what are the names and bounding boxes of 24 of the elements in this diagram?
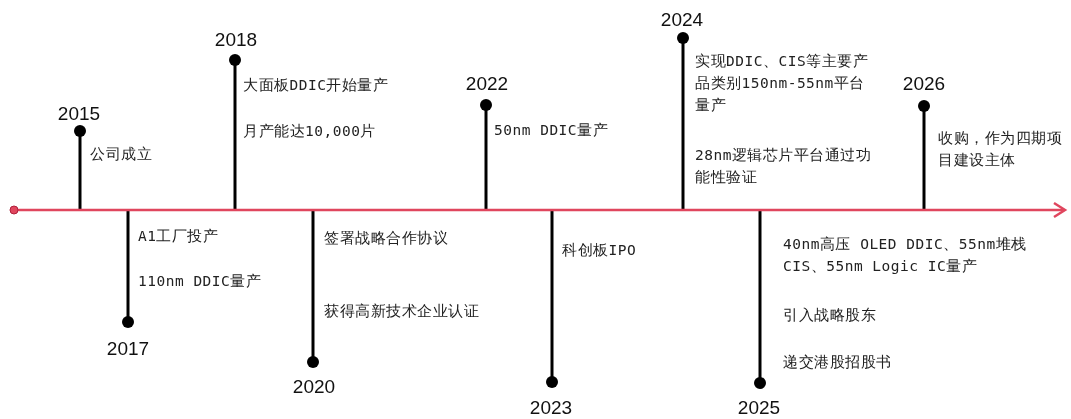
milestone-text: 科创板IPO — [562, 241, 638, 260]
milestone-text: 月产能达10,000片 — [243, 122, 377, 141]
milestone-text: 实现DDIC、CIS等主要产品类别150nm-55nm平台量产 — [695, 52, 870, 115]
milestone-text: 获得高新技术企业认证 — [324, 302, 480, 321]
year-label: 2020 — [292, 376, 336, 398]
year-label: 2017 — [106, 338, 150, 360]
milestone-text: 大面板DDIC开始量产 — [243, 76, 390, 95]
year-label: 2018 — [214, 29, 258, 51]
milestone-text: 引入战略股东 — [783, 306, 877, 325]
year-label: 2024 — [660, 9, 704, 31]
year-label: 2015 — [57, 103, 101, 125]
year-label: 2023 — [529, 397, 573, 419]
milestone-text: A1工厂投产 — [138, 227, 220, 246]
year-label: 2026 — [902, 73, 946, 95]
milestone-text: 公司成立 — [90, 145, 153, 164]
year-label: 2025 — [737, 397, 781, 419]
milestone-text: 28nm逻辑芯片平台通过功能性验证 — [695, 146, 873, 187]
milestone-text: 110nm DDIC量产 — [138, 272, 263, 291]
year-label: 2022 — [465, 73, 509, 95]
milestone-text: 50nm DDIC量产 — [494, 121, 610, 140]
milestone-text: 收购，作为四期项目建设主体 — [938, 129, 1063, 170]
milestone-text: 签署战略合作协议 — [324, 229, 449, 248]
milestone-text: 递交港股招股书 — [783, 353, 893, 372]
milestone-text: 40nm高压 OLED DDIC、55nm堆栈CIS、55nm Logic IC量产 — [783, 235, 1028, 276]
